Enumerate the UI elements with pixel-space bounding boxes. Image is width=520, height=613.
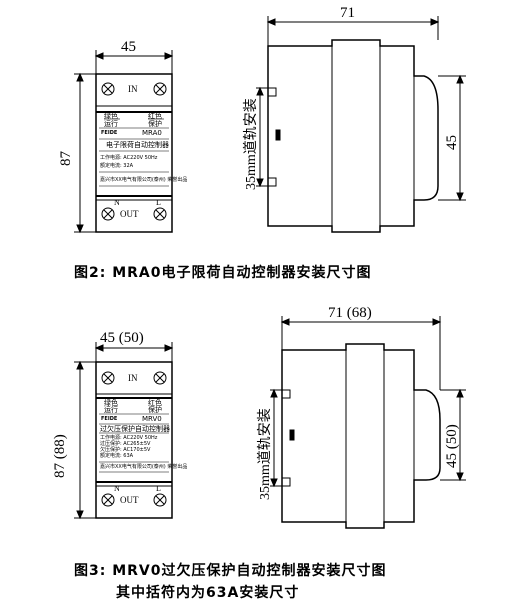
- fig2-side-width-label: 71: [340, 5, 355, 21]
- fig2-model: MRA0: [142, 129, 162, 137]
- fig3-caption-line1: 图3: MRV0过欠压保护自动控制器安装尺寸图: [74, 563, 387, 579]
- fig3-run-tag: 运行: [104, 406, 118, 414]
- fig2-protect-tag: 保护: [148, 120, 162, 128]
- fig3-protect-tag: 保护: [148, 406, 162, 414]
- fig2-rail-label: 35mm道轨安装: [244, 98, 259, 190]
- fig2-red-tag: 红色: [148, 112, 162, 120]
- fig2-product-name: 电子限荷自动控制器: [106, 141, 169, 149]
- fig2-l-label: L: [156, 198, 161, 207]
- fig3-brand: FEIDE: [101, 416, 118, 422]
- fig3-side-height-label: 45 (50): [444, 424, 460, 468]
- fig3-caption-line2: 其中括符内为63A安装尺寸: [116, 585, 300, 601]
- fig3-product-name: 过欠压保护自动控制器: [100, 425, 170, 433]
- fig2-green-tag: 绿色: [104, 112, 118, 120]
- fig3-in-label: IN: [128, 373, 138, 383]
- fig3-front-view: [74, 342, 174, 520]
- fig3-front-width-label: 45 (50): [100, 330, 144, 346]
- fig2-brand: FEIDE: [101, 130, 118, 136]
- fig3-side-view: [270, 316, 466, 529]
- fig2-in-label: IN: [128, 84, 138, 94]
- fig2-caption: 图2: MRA0电子限荷自动控制器安装尺寸图: [74, 265, 372, 281]
- fig3-n-label: N: [114, 484, 120, 493]
- fig3-spec-2: 过压保护: AC265±5V: [100, 441, 151, 447]
- fig3-l-label: L: [156, 484, 161, 493]
- fig2-front-width-label: 45: [121, 39, 136, 55]
- fig2-out-label: OUT: [120, 209, 139, 219]
- fig2-maker: 嘉兴市XX电气有限公司(泰州) 荣誉出品: [100, 177, 188, 183]
- fig2-front-view: [74, 50, 174, 234]
- fig3-rail-label: 35mm道轨安装: [258, 408, 273, 500]
- fig3-model: MRV0: [142, 415, 162, 423]
- fig2-spec-2: 额定电流: 32A: [100, 163, 134, 169]
- fig3-spec-4: 额定电流: 63A: [100, 453, 134, 459]
- fig3-spec-3: 欠压保护: AC170±5V: [100, 447, 151, 453]
- fig3-green-tag: 绿色: [104, 399, 118, 407]
- fig3-front-height-label: 87 (88): [52, 434, 68, 478]
- fig3-side-width-label: 71 (68): [328, 305, 372, 321]
- fig2-spec-1: 工作电源: AC220V 50Hz: [100, 155, 158, 161]
- fig2-run-tag: 运行: [104, 120, 118, 128]
- fig2-n-label: N: [114, 198, 120, 207]
- fig3-maker: 嘉兴市XX电气有限公司(泰州) 荣誉出品: [100, 464, 188, 470]
- fig3-spec-1: 工作电源: AC220V 50Hz: [100, 435, 158, 441]
- fig3-out-label: OUT: [120, 495, 139, 505]
- fig2-side-view: [256, 16, 466, 233]
- fig2-front-height-label: 87: [58, 151, 74, 166]
- fig3-red-tag: 红色: [148, 399, 162, 407]
- fig2-side-height-label: 45: [444, 135, 460, 150]
